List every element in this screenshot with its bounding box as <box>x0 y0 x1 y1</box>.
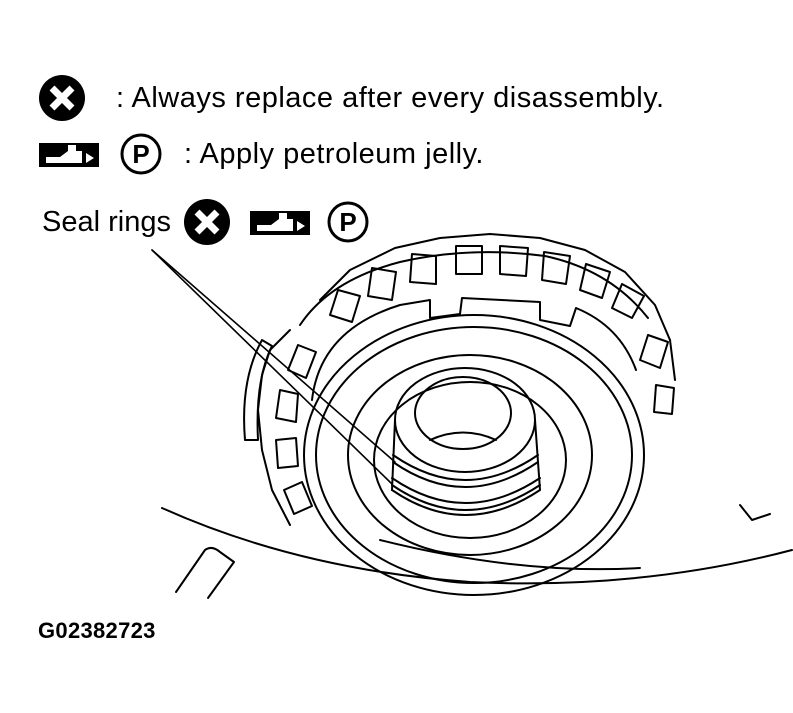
grease-gun-icon <box>39 143 99 167</box>
seal-rings-label: Seal rings <box>42 205 171 238</box>
housing-slot <box>175 546 235 599</box>
snap-ring <box>243 339 273 441</box>
drum-rim-inner <box>315 326 633 584</box>
svg-text:P: P <box>132 139 149 169</box>
seal-ring-1b <box>392 461 539 488</box>
legend-replace-row: : Always replace after every disassembly… <box>38 74 665 122</box>
leader-line-2 <box>151 249 393 485</box>
figure-id: G02382723 <box>38 618 156 643</box>
legend-jelly-row: P : Apply petroleum jelly. <box>38 133 484 175</box>
grease-gun-icon <box>249 211 310 235</box>
housing-arc-inner <box>379 539 641 571</box>
housing-arc <box>161 507 793 585</box>
drum-lip <box>311 297 637 401</box>
seal-ring-2b <box>391 484 541 511</box>
shaft-base <box>391 489 541 516</box>
legend-replace-text: : Always replace after every disassembly… <box>116 81 665 114</box>
seal-ring-2 <box>391 477 541 504</box>
housing-tab <box>739 504 771 521</box>
x-circle-icon <box>183 199 230 245</box>
seal-ring-1 <box>392 454 539 481</box>
shaft-bore <box>414 376 512 450</box>
drum-rim-outer <box>303 314 645 596</box>
outer-teeth <box>257 233 676 526</box>
shaft <box>391 367 541 516</box>
p-circle-icon: P <box>120 133 162 175</box>
hub-ring <box>373 381 567 539</box>
leader-line-1 <box>151 249 396 463</box>
legend-jelly-text: : Apply petroleum jelly. <box>184 137 484 170</box>
seal-rings-callout: Seal rings P <box>42 198 369 246</box>
x-circle-icon <box>39 75 85 121</box>
svg-text:P: P <box>339 207 356 237</box>
p-circle-icon: P <box>327 201 369 243</box>
shaft-bore-inner <box>429 431 497 441</box>
hub-outer <box>347 354 593 556</box>
